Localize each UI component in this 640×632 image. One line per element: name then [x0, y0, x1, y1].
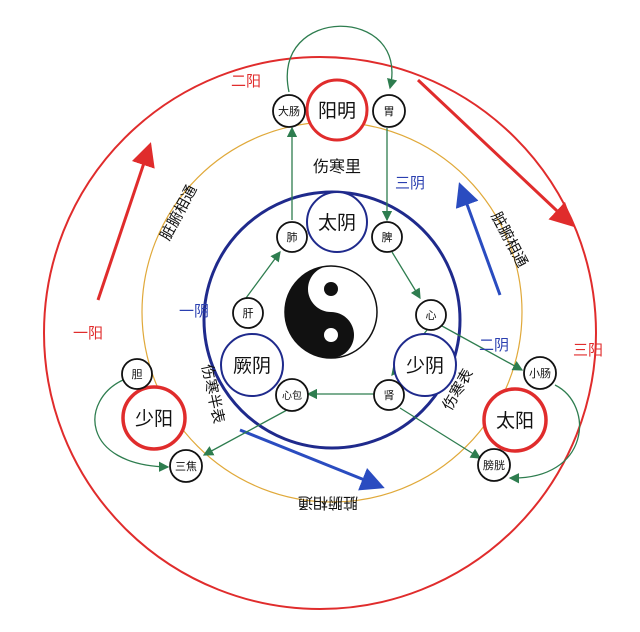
gallbladder-label: 胆 [132, 368, 143, 381]
red-arrow-right [416, 78, 575, 228]
zangfu-left-label: 脏腑相通 [157, 182, 201, 243]
stomach-node [372, 94, 406, 128]
gallbladder-node [121, 358, 153, 390]
yangming-label: 阳明 [318, 100, 356, 122]
heart-label: 心 [426, 309, 437, 322]
heart-node [415, 299, 447, 331]
er-yin-label: 二阴 [479, 336, 509, 354]
taiyin-circle [306, 191, 368, 253]
kidney-label: 肾 [384, 389, 395, 402]
shaoyang-circle [121, 385, 187, 451]
zangfu-bottom-label: 脏腑相通 [298, 494, 358, 512]
large-intestine-label: 大肠 [278, 104, 300, 118]
zangfu-right-label: 脏腑相通 [487, 209, 531, 270]
shaoyang-label: 少阳 [135, 408, 173, 430]
bladder-label: 膀胱 [483, 458, 505, 472]
yi-yin-label: 一阴 [179, 302, 209, 320]
yangming-circle [305, 78, 369, 142]
jueyin-circle [220, 333, 284, 397]
shaoyin-label: 少阴 [406, 355, 444, 377]
red-arrow-left [96, 142, 155, 301]
blue-arrow-bottom [239, 428, 385, 491]
taiyang-label: 太阳 [496, 410, 534, 432]
san-yang-label: 三阳 [573, 341, 603, 359]
blue-arrow-right [455, 182, 502, 296]
lung-label: 肺 [287, 231, 298, 244]
triple-burner-label: 三焦 [175, 460, 197, 473]
spleen-label: 脾 [382, 230, 393, 244]
green-connections [94, 25, 581, 484]
yi-yang-label: 一阳 [73, 324, 103, 342]
pericardium-label: 心包 [282, 389, 302, 402]
san-yin-label: 三阴 [395, 174, 425, 192]
taiyang-circle [482, 387, 548, 453]
taiyin-label: 太阴 [318, 212, 356, 234]
yin-yang-icon [284, 265, 378, 359]
small-intestine-node [523, 356, 557, 390]
shanghan-li-label: 伤寒里 [313, 157, 361, 176]
kidney-node [373, 379, 405, 411]
bladder-node [477, 448, 511, 482]
er-yang-label: 二阳 [231, 72, 261, 90]
triple-burner-node [169, 449, 203, 483]
jueyin-label: 厥阴 [233, 355, 271, 377]
spleen-node [371, 221, 403, 253]
lung-node [276, 221, 308, 253]
liver-node [232, 297, 264, 329]
small-intestine-label: 小肠 [529, 367, 551, 380]
shaoyin-circle [393, 333, 457, 397]
large-intestine-node [272, 94, 306, 128]
liver-label: 肝 [243, 307, 254, 320]
stomach-label: 胃 [384, 105, 395, 118]
pericardium-node [275, 378, 309, 412]
outer-yang-circle [43, 56, 597, 610]
